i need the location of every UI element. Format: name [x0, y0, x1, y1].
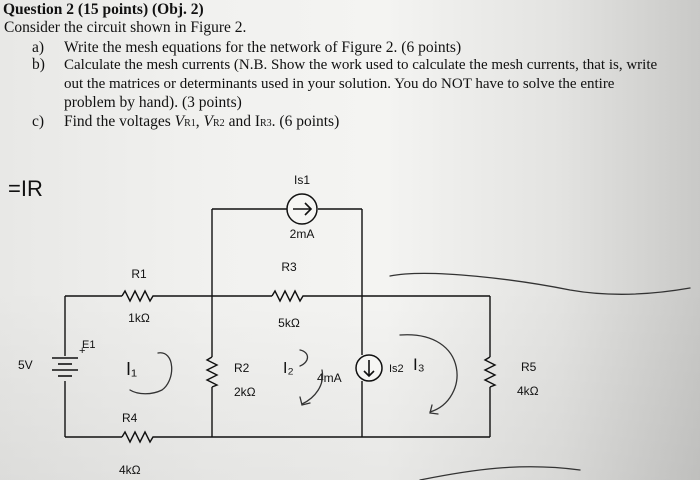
is1-label: Is1	[294, 173, 310, 187]
mesh1-arrow	[129, 352, 173, 395]
r5-value: 4kΩ	[517, 384, 539, 398]
part-c-sep1: ,	[195, 113, 204, 130]
r2-value: 2kΩ	[234, 385, 256, 399]
part-b-text-line1: Calculate the mesh currents (N.B. Show t…	[64, 57, 658, 73]
part-c-suffix: . (6 points)	[271, 113, 340, 130]
is2-label: Is2	[389, 363, 404, 375]
r5-resistor-icon	[483, 356, 497, 388]
question-block: Question 2 (15 points) (Obj. 2) Consider…	[0, 0, 700, 140]
is2-source-icon	[355, 354, 383, 382]
r1-label: R1	[131, 267, 147, 281]
handwritten-mesh3-label: I₃	[413, 355, 425, 374]
handwriting-marks	[129, 272, 691, 480]
part-c-i3-sub: R3	[259, 118, 272, 129]
r5-label: R5	[521, 360, 537, 374]
is2-value: 4mA	[317, 371, 342, 385]
e1-value: 5V	[18, 358, 33, 372]
r3-resistor-icon	[271, 289, 306, 303]
part-c-and: and I	[224, 113, 260, 130]
r3-value: 5kΩ	[278, 316, 300, 330]
pen-stroke-upper	[389, 272, 691, 296]
r2-resistor-icon	[205, 356, 219, 388]
part-c-prefix: Find the voltages	[64, 113, 175, 130]
part-a-text: Write the mesh equations for the network…	[64, 39, 462, 56]
r1-value: 1kΩ	[128, 311, 150, 325]
mesh3-arrow-head	[429, 404, 439, 415]
is1-value: 2mA	[290, 227, 315, 241]
battery-icon	[52, 357, 78, 377]
handwritten-mesh1-label: I₁	[126, 359, 137, 379]
r1-resistor-icon	[121, 289, 156, 303]
part-b-marker: b)	[32, 56, 45, 73]
question-title: Question 2 (15 points) (Obj. 2)	[3, 1, 204, 18]
part-c-v1-sub: R1	[184, 118, 196, 129]
e1-label: E1	[82, 339, 95, 351]
mesh3-arrow	[399, 334, 458, 413]
question-intro: Consider the circuit shown in Figure 2.	[4, 19, 247, 36]
circuit-wires	[64, 208, 491, 438]
battery-plus-sign: +	[79, 345, 85, 357]
pen-stroke-lower	[419, 466, 581, 480]
mesh2-arrow-head	[299, 396, 311, 406]
part-c-v2: V	[203, 113, 214, 130]
mesh2-arc	[299, 349, 309, 367]
r4-value: 4kΩ	[119, 463, 141, 477]
handwritten-mesh2-label: I₂	[283, 360, 294, 377]
part-b-text-line3: problem by hand). (3 points)	[64, 94, 242, 111]
part-c-v1: V	[174, 113, 185, 130]
r3-label: R3	[281, 260, 297, 274]
r4-resistor-icon	[121, 430, 156, 444]
part-c-text: Find the voltages VR1, VR2 and IR3. (6 p…	[64, 113, 339, 133]
is1-source-icon	[286, 193, 318, 225]
r4-label: R4	[122, 411, 138, 425]
part-c-marker: c)	[32, 113, 45, 130]
mesh2-arrow	[301, 369, 324, 405]
r2-label: R2	[234, 361, 250, 375]
part-b-text-line2: out the matrices or determinants used in…	[64, 76, 615, 92]
part-c-v2-sub: R2	[213, 118, 225, 129]
part-a-marker: a)	[32, 39, 45, 56]
handwritten-ir-note: =IR	[8, 176, 43, 201]
